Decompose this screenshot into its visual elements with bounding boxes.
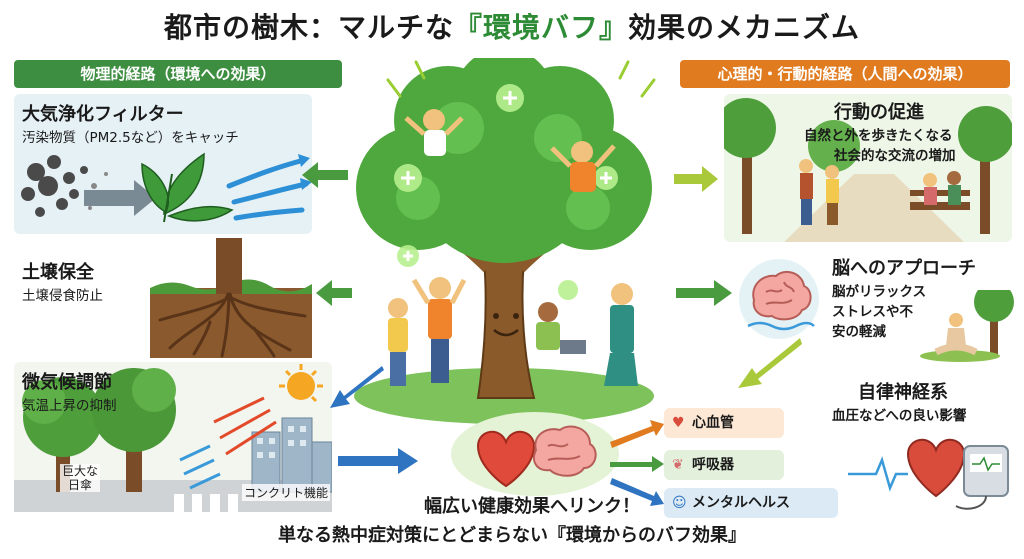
arrow-to-air <box>302 162 348 188</box>
heart-icon: ♥ <box>672 415 685 431</box>
outcome-cardiovascular-label: 心血管 <box>692 415 734 431</box>
outcome-cardiovascular: ♥ 心血管 <box>664 408 784 438</box>
brain-icon <box>739 259 819 339</box>
title-suffix: 効果のメカニズム <box>628 11 861 44</box>
soil-conservation-title: 土壌保全 <box>22 262 94 283</box>
footer-line-2: 単なる熱中症対策にとどまらない『環境からのバフ効果』 <box>278 525 746 546</box>
arrow-to-brain <box>676 280 732 306</box>
central-tree-illustration <box>354 58 654 424</box>
microclimate-title: 微気候調節 <box>22 372 112 393</box>
park-walk-illustration <box>724 98 1012 242</box>
arrow-brain-to-autonomic <box>738 338 802 388</box>
head-icon: ☺ <box>672 495 687 511</box>
autonomic-subtitle: 血圧などへの良い影響 <box>832 408 967 424</box>
heart-monitor-illustration <box>848 439 1009 510</box>
outcome-mental-health: ☺ メンタルヘルス <box>664 488 838 518</box>
soil-conservation-subtitle: 土壌侵食防止 <box>22 288 103 304</box>
meditating-person-illustration <box>920 290 1014 362</box>
air-purification-subtitle: 汚染物質（PM2.5など）をキャッチ <box>22 130 239 146</box>
activity-panel: 行動の促進 自然と外を歩きたくなる 社会的な交流の増加 <box>724 94 1012 242</box>
outcome-arrows <box>610 420 664 506</box>
arrow-to-microclimate <box>330 366 384 408</box>
air-filter-illustration <box>21 152 312 223</box>
soil-roots-illustration <box>150 238 312 358</box>
brain-subtitle-2: ストレスや不 <box>832 304 913 320</box>
arrow-to-activity <box>674 166 718 192</box>
title-prefix: 都市の樹木：マルチな <box>163 11 454 44</box>
concrete-label: コンクリト機能 <box>242 484 331 501</box>
footer-line-1: 幅広い健康効果へリンク！ <box>424 496 640 517</box>
outcome-respiratory-label: 呼吸器 <box>692 457 734 473</box>
autonomic-title: 自律神経系 <box>858 382 948 403</box>
outcome-mental-health-label: メンタルヘルス <box>692 495 790 511</box>
lungs-icon: ❦ <box>672 457 684 473</box>
activity-subtitle-1: 自然と外を歩きたくなる <box>804 128 953 144</box>
activity-title: 行動の促進 <box>834 102 924 123</box>
brain-subtitle-1: 脳がリラックス <box>832 284 927 300</box>
brain-title: 脳へのアプローチ <box>832 258 976 279</box>
heart-brain-illustration <box>451 412 619 496</box>
psychological-pathway-banner: 心理的・行動的経路（人間への効果） <box>680 60 1010 88</box>
arrow-to-soil <box>316 280 352 306</box>
activity-subtitle-2: 社会的な交流の増加 <box>834 148 956 164</box>
microclimate-subtitle: 気温上昇の抑制 <box>22 398 117 414</box>
brain-subtitle-3: 安の軽減 <box>832 324 886 340</box>
air-purification-panel: 大気浄化フィルター 汚染物質（PM2.5など）をキャッチ <box>14 94 312 234</box>
sparkle-rays <box>386 60 656 98</box>
arrow-microclimate-to-health <box>338 448 418 474</box>
outcome-respiratory: ❦ 呼吸器 <box>664 450 784 480</box>
giant-umbrella-label: 巨大な日傘 <box>60 464 100 492</box>
physical-pathway-banner: 物理的経路（環境への効果） <box>14 60 342 88</box>
page-title: 都市の樹木：マルチな『環境バフ』効果のメカニズム <box>0 6 1024 46</box>
microclimate-panel: 微気候調節 気温上昇の抑制 巨大な日傘 コンクリト機能 <box>14 362 332 512</box>
air-purification-title: 大気浄化フィルター <box>22 104 184 125</box>
title-highlight: 『環境バフ』 <box>453 11 628 44</box>
